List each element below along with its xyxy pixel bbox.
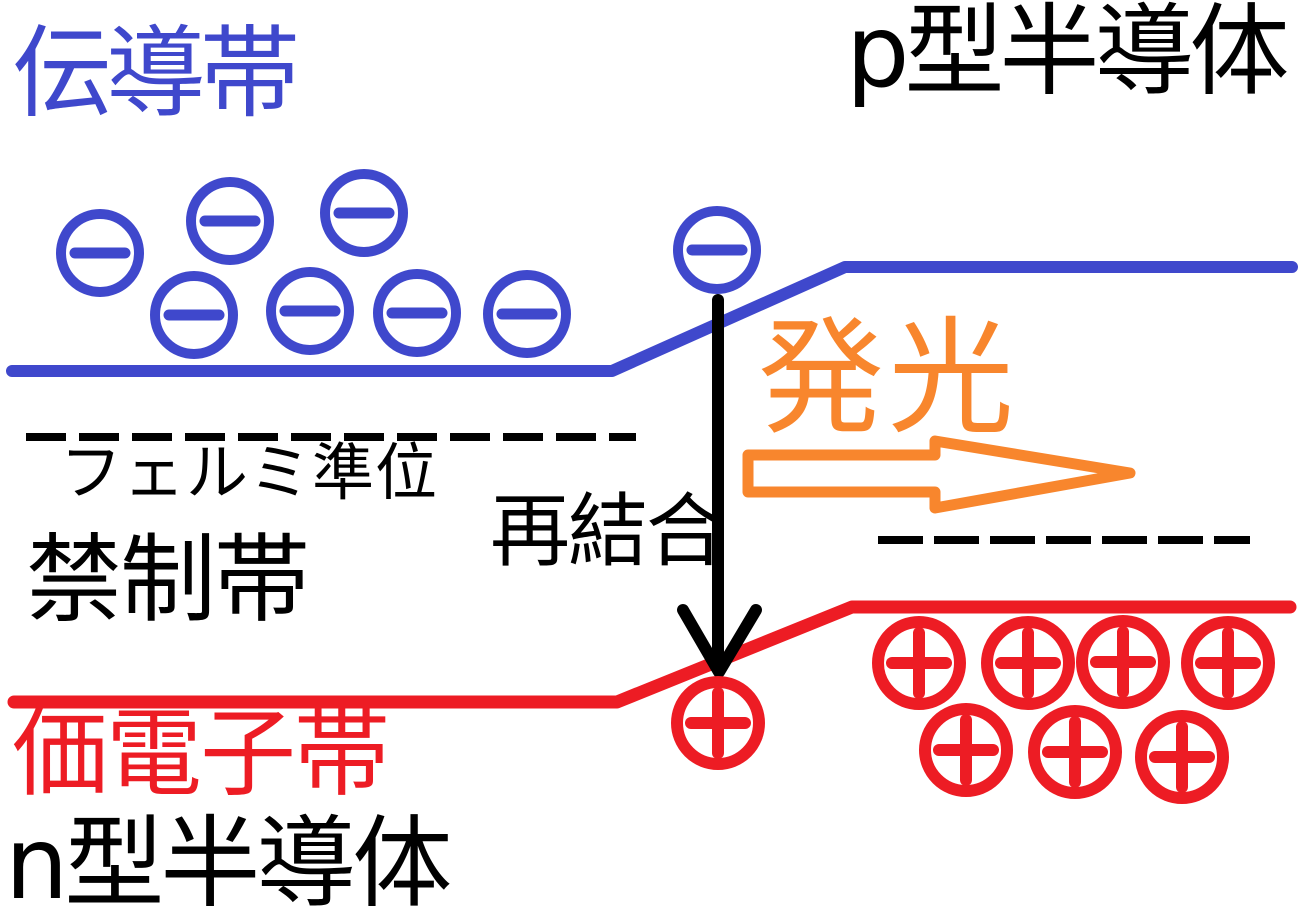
recombination-label: 再結合 (490, 485, 726, 578)
p-type-semiconductor-label: p型半導体 (846, 0, 1289, 110)
fermi-level-label: フェルミ準位 (60, 436, 439, 509)
forbidden-band-label: 禁制帯 (26, 524, 310, 636)
electron-icon (673, 206, 761, 294)
hole-icon (919, 703, 1013, 797)
hole-icon (1028, 705, 1122, 799)
hole-icon (1076, 615, 1170, 709)
hole-icon (1181, 616, 1275, 710)
electron-icon (320, 169, 408, 257)
electron-icon (483, 270, 571, 358)
hole-icon (981, 616, 1075, 710)
recombination-arrow-head (677, 604, 762, 678)
electron-icon (56, 209, 144, 297)
hole-icon (872, 616, 966, 710)
electron-icon (150, 271, 238, 359)
conduction-band-label: 伝導帯 (12, 15, 300, 132)
light-emission-label: 発光 (758, 305, 1018, 452)
electron-icon (373, 269, 461, 357)
electron-icon (186, 177, 274, 265)
electron-icon (266, 267, 354, 355)
valence-band-label: 価電子帯 (12, 698, 390, 810)
n-type-semiconductor-label: n型半導体 (5, 805, 452, 920)
conduction-band-line (6, 261, 1298, 377)
hole-icon (1135, 710, 1229, 804)
hole-icon (671, 676, 765, 770)
emission-arrow (742, 435, 1136, 514)
